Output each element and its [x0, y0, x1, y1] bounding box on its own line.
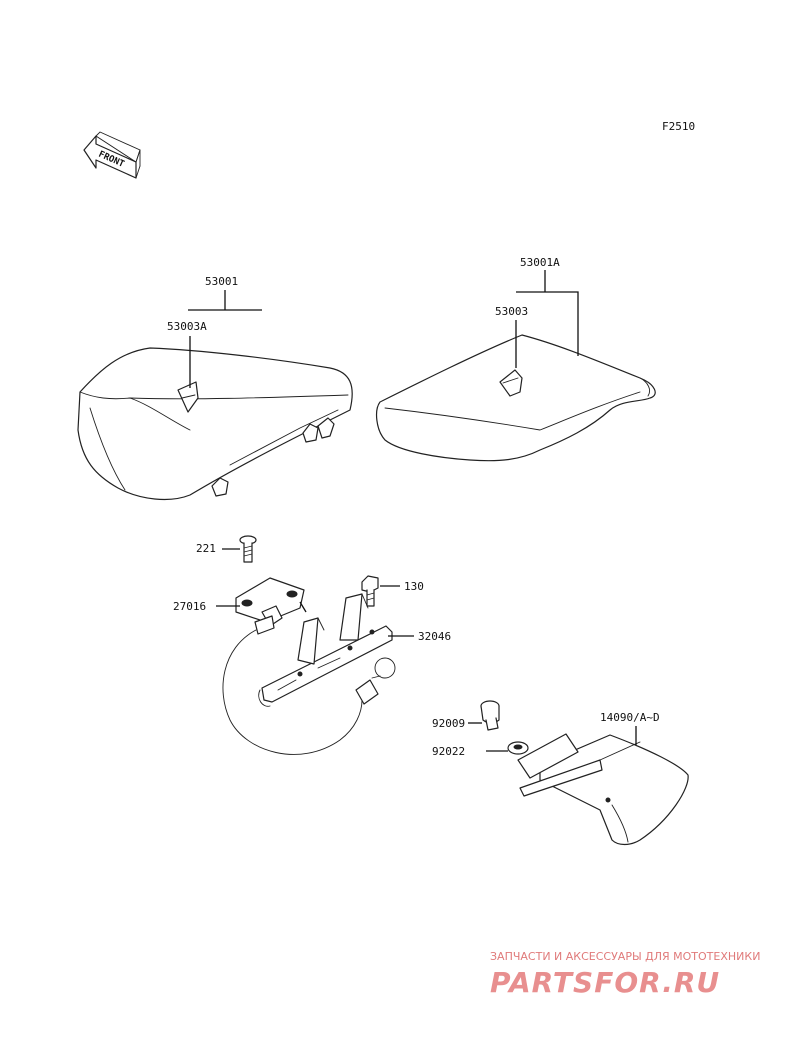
bolt-92009: [480, 700, 500, 731]
label-221: 221: [196, 542, 216, 555]
front-seat: [77, 347, 353, 501]
label-53001: 53001: [205, 275, 238, 288]
label-53003: 53003: [495, 305, 528, 318]
watermark-brand: PARTSFOR.RU: [490, 966, 720, 999]
label-92022: 92022: [432, 745, 465, 758]
seat-cover-14090: [517, 733, 689, 846]
diagram-code: F2510: [662, 120, 695, 133]
seat-latch-27016: [235, 577, 307, 635]
label-32046: 32046: [418, 630, 451, 643]
rear-seat: [375, 334, 656, 462]
collar-92022: [507, 741, 529, 755]
bolt-130: [361, 575, 379, 607]
label-130: 130: [404, 580, 424, 593]
screw-221: [239, 535, 257, 563]
label-92009: 92009: [432, 717, 465, 730]
label-53003A: 53003A: [167, 320, 207, 333]
bracket-32046: [258, 593, 393, 707]
label-27016: 27016: [173, 600, 206, 613]
label-14090: 14090/A~D: [600, 711, 660, 724]
front-arrow-icon: FRONT: [83, 131, 141, 179]
label-53001A: 53001A: [520, 256, 560, 269]
watermark-tagline: ЗАПЧАСТИ И АКСЕССУАРЫ ДЛЯ МОТОТЕХНИКИ: [490, 950, 760, 963]
